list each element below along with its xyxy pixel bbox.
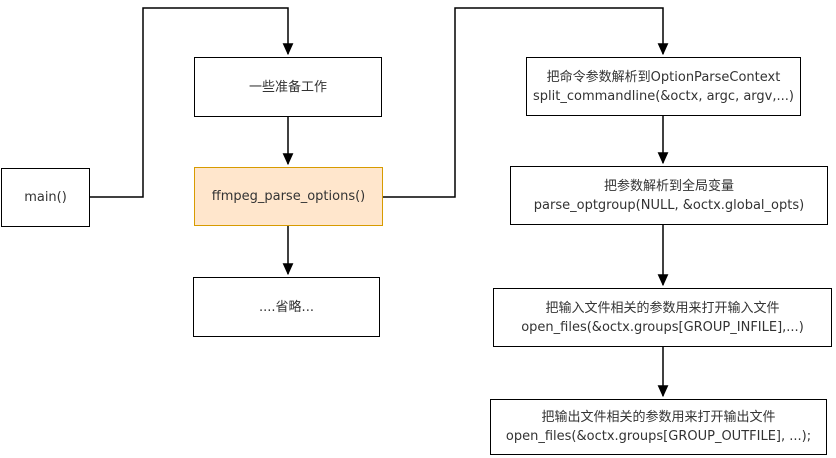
node-split-commandline: 把命令参数解析到OptionParseContext split_command… [526, 57, 801, 116]
node-omitted: ....省略... [193, 277, 380, 337]
node-open-output-files-desc: 把输出文件相关的参数用来打开输出文件 [541, 410, 776, 425]
node-split-commandline-desc: 把命令参数解析到OptionParseContext [546, 69, 781, 85]
node-open-output-files-code: open_files(&octx.groups[GROUP_OUTFILE], … [505, 429, 812, 444]
node-split-commandline-code: split_commandline(&octx, argc, argv,...) [533, 88, 794, 104]
edge-main-to-prep [90, 7, 294, 198]
node-open-output-files: 把输出文件相关的参数用来打开输出文件 open_files(&octx.grou… [490, 399, 827, 455]
node-open-input-files-code: open_files(&octx.groups[GROUP_INFILE],..… [521, 319, 804, 335]
node-prep: 一些准备工作 [194, 57, 382, 117]
node-parse-optgroup-desc: 把参数解析到全局变量 [603, 178, 734, 194]
node-ffmpeg-parse-options: ffmpeg_parse_options() [194, 167, 383, 226]
edge-parse-options-to-split-commandline [383, 7, 669, 198]
node-open-input-files: 把输入文件相关的参数用来打开输入文件 open_files(&octx.grou… [493, 288, 832, 347]
node-open-input-files-desc: 把输入文件相关的参数用来打开输入文件 [545, 300, 780, 316]
node-prep-label: 一些准备工作 [248, 79, 327, 95]
node-parse-optgroup: 把参数解析到全局变量 parse_optgroup(NULL, &octx.gl… [510, 166, 828, 225]
node-parse-optgroup-code: parse_optgroup(NULL, &octx.global_opts) [533, 197, 805, 213]
node-main-label: main() [24, 190, 67, 205]
node-omitted-label: ....省略... [259, 299, 314, 315]
node-ffmpeg-parse-options-label: ffmpeg_parse_options() [211, 189, 366, 204]
node-main: main() [1, 168, 90, 227]
